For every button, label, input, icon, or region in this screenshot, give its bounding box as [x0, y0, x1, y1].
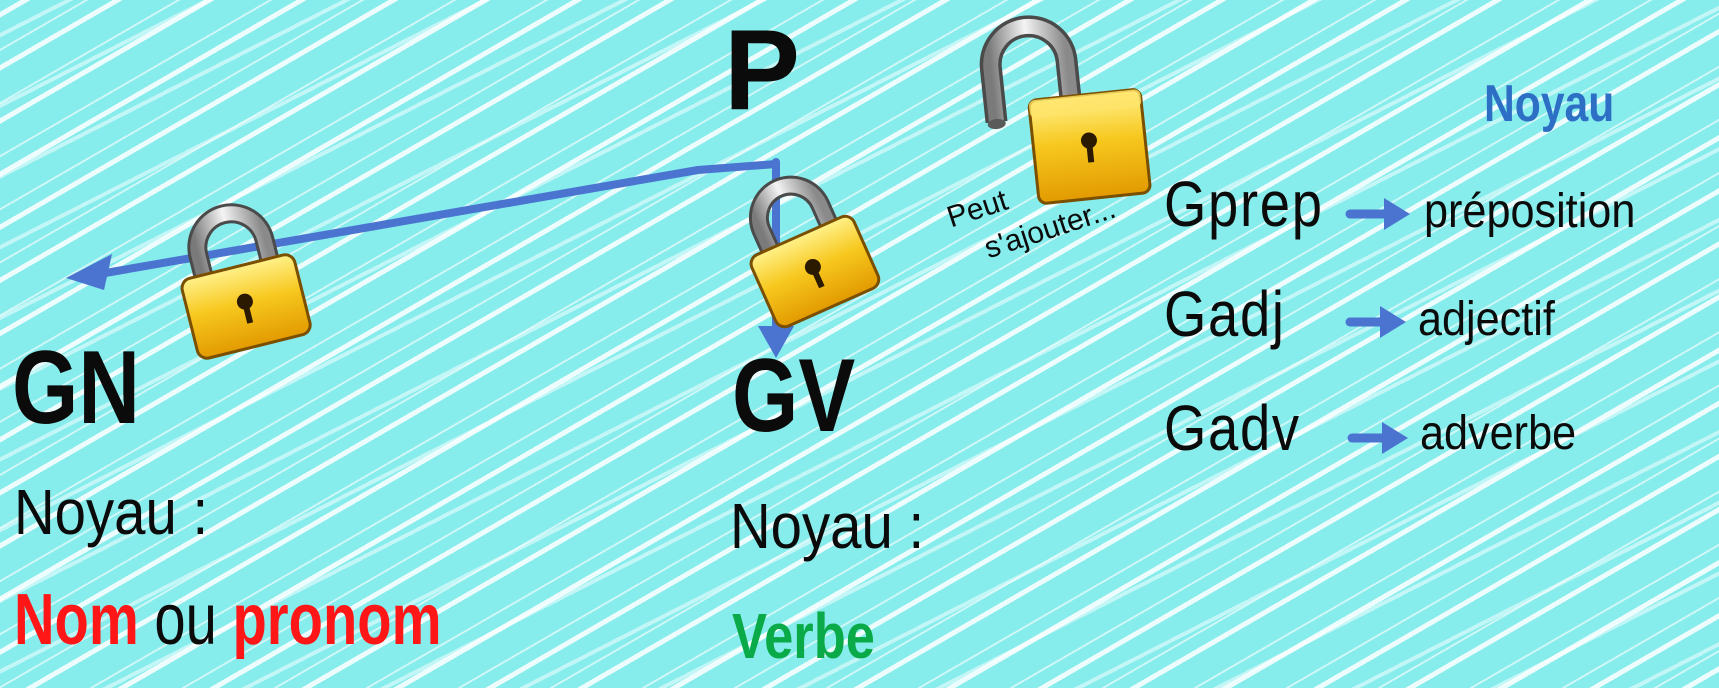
gv-noyau-label-text: Noyau :: [730, 490, 925, 562]
group-name: Gadv: [1164, 392, 1301, 464]
core-gadj: adjectif: [1418, 296, 1570, 344]
noyau-header: Noyau: [1484, 78, 1643, 130]
noyau-header-text: Noyau: [1484, 75, 1615, 133]
gv-noyau-label: Noyau :: [730, 494, 951, 558]
group-gadv: Gadv: [1164, 396, 1325, 460]
arrow-gadj-to-core: [1345, 306, 1406, 338]
gn-noyau-label: Noyau :: [14, 480, 235, 544]
group-name: Gprep: [1164, 168, 1324, 240]
gn-noyau-nom: Nom: [14, 580, 139, 660]
gn-noyau-value: Nom ou pronom: [14, 584, 562, 656]
locked-padlock-icon: [748, 175, 881, 329]
core-gprep: préposition: [1424, 188, 1659, 236]
gv-title: GV: [732, 344, 882, 448]
gv-noyau-value: Verbe: [732, 604, 906, 668]
gn-title-text: GN: [12, 330, 140, 446]
arrow-gadv-to-core: [1347, 422, 1408, 454]
arrow-to-gv: [758, 158, 794, 358]
arrow-to-gn: [66, 160, 780, 290]
locked-padlock-icon: [180, 203, 312, 360]
gv-title-text: GV: [732, 338, 856, 454]
gn-noyau-pronom: pronom: [232, 580, 442, 660]
gn-connector: ou: [154, 580, 217, 660]
gn-title: GN: [12, 336, 168, 440]
core-name: préposition: [1424, 185, 1636, 238]
core-gadv: adverbe: [1420, 410, 1593, 458]
sentence-symbol: P: [724, 7, 801, 134]
optional-note: Peut s'ajouter...: [942, 150, 1121, 277]
group-gprep: Gprep: [1164, 172, 1352, 236]
gv-noyau-verbe: Verbe: [732, 600, 875, 672]
gn-noyau-label-text: Noyau :: [14, 476, 209, 548]
core-name: adverbe: [1420, 407, 1577, 460]
arrow-gprep-to-core: [1345, 198, 1410, 230]
group-gadj: Gadj: [1164, 282, 1307, 346]
core-name: adjectif: [1418, 293, 1555, 346]
group-name: Gadj: [1164, 278, 1286, 350]
